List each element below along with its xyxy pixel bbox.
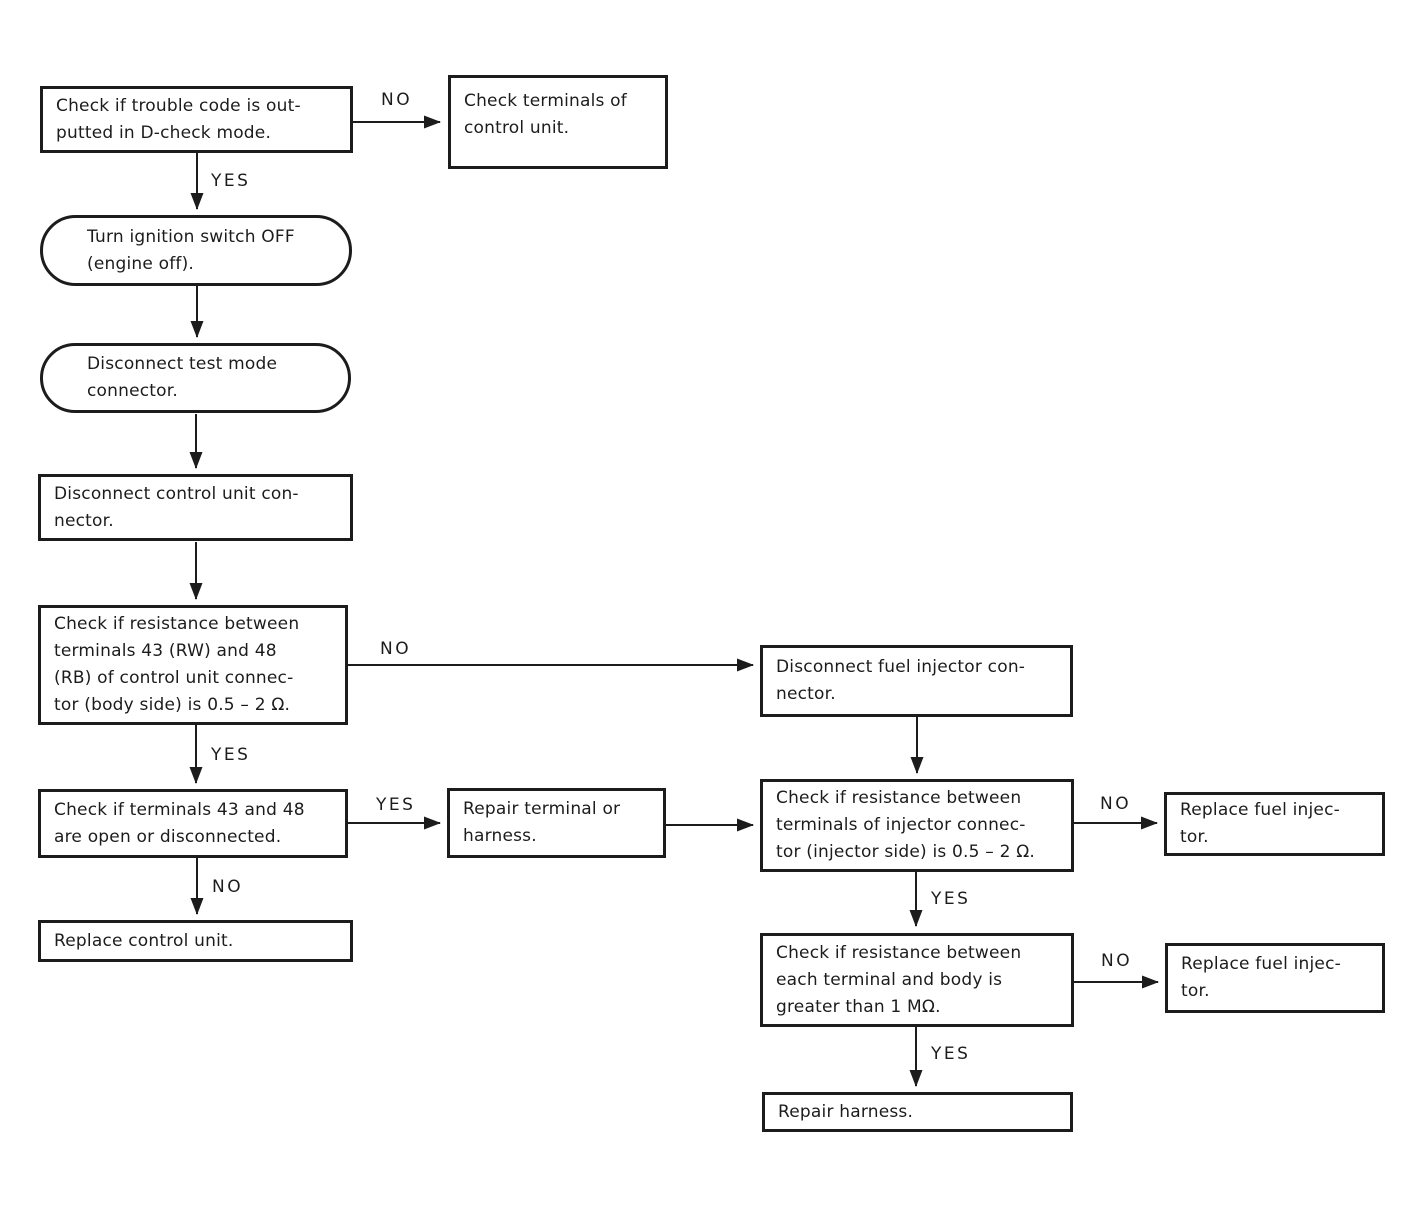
node-replace-control-unit-text: Replace control unit. bbox=[54, 930, 234, 951]
edge-label-yes-troublecode: YES bbox=[211, 171, 251, 191]
node-terminals-open-disconnected: Check if terminals 43 and 48 are open or… bbox=[38, 789, 348, 858]
node-terminals-open-disconnected-text: Check if terminals 43 and 48 are open or… bbox=[54, 799, 305, 847]
node-ignition-switch-off-text: Turn ignition switch OFF (engine off). bbox=[87, 226, 295, 274]
node-replace-control-unit: Replace control unit. bbox=[38, 920, 353, 962]
node-repair-harness: Repair harness. bbox=[762, 1092, 1073, 1132]
node-check-trouble-code-text: Check if trouble code is out- putted in … bbox=[56, 95, 301, 143]
node-disconnect-fuel-injector: Disconnect fuel injector con- nector. bbox=[760, 645, 1073, 717]
edge-label-no-terminals: NO bbox=[212, 877, 244, 897]
edge-label-yes-body: YES bbox=[931, 1044, 971, 1064]
node-check-terminals-control-unit: Check terminals of control unit. bbox=[448, 75, 668, 169]
node-ignition-switch-off: Turn ignition switch OFF (engine off). bbox=[40, 215, 352, 286]
node-disconnect-test-mode: Disconnect test mode connector. bbox=[40, 343, 351, 413]
node-resistance-control-unit-text: Check if resistance between terminals 43… bbox=[54, 614, 300, 715]
node-disconnect-control-unit: Disconnect control unit con- nector. bbox=[38, 474, 353, 541]
node-replace-fuel-injector-1-text: Replace fuel injec- tor. bbox=[1180, 800, 1340, 847]
node-disconnect-test-mode-text: Disconnect test mode connector. bbox=[87, 354, 278, 401]
node-repair-terminal-harness-text: Repair terminal or harness. bbox=[463, 799, 621, 846]
edge-label-yes-terminals: YES bbox=[376, 795, 416, 815]
node-replace-fuel-injector-2: Replace fuel injec- tor. bbox=[1165, 943, 1385, 1013]
edge-label-no-troublecode: NO bbox=[381, 90, 413, 110]
edge-label-yes-injector: YES bbox=[931, 889, 971, 909]
node-check-terminals-control-unit-text: Check terminals of control unit. bbox=[464, 91, 627, 138]
node-repair-harness-text: Repair harness. bbox=[778, 1101, 914, 1122]
node-resistance-injector: Check if resistance between terminals of… bbox=[760, 779, 1074, 872]
node-resistance-body: Check if resistance between each termina… bbox=[760, 933, 1074, 1027]
node-resistance-body-text: Check if resistance between each termina… bbox=[776, 942, 1022, 1017]
node-disconnect-fuel-injector-text: Disconnect fuel injector con- nector. bbox=[776, 657, 1026, 704]
edge-label-no-resistancecu: NO bbox=[380, 639, 412, 659]
node-replace-fuel-injector-1: Replace fuel injec- tor. bbox=[1164, 792, 1385, 856]
node-check-trouble-code: Check if trouble code is out- putted in … bbox=[40, 86, 353, 153]
node-resistance-control-unit: Check if resistance between terminals 43… bbox=[38, 605, 348, 725]
node-resistance-injector-text: Check if resistance between terminals of… bbox=[776, 788, 1035, 862]
edge-label-no-injector: NO bbox=[1100, 794, 1132, 814]
node-disconnect-control-unit-text: Disconnect control unit con- nector. bbox=[54, 483, 299, 531]
node-repair-terminal-harness: Repair terminal or harness. bbox=[447, 788, 666, 858]
edge-label-no-body: NO bbox=[1101, 951, 1133, 971]
node-replace-fuel-injector-2-text: Replace fuel injec- tor. bbox=[1181, 954, 1341, 1001]
edge-label-yes-resistancecu: YES bbox=[211, 745, 251, 765]
